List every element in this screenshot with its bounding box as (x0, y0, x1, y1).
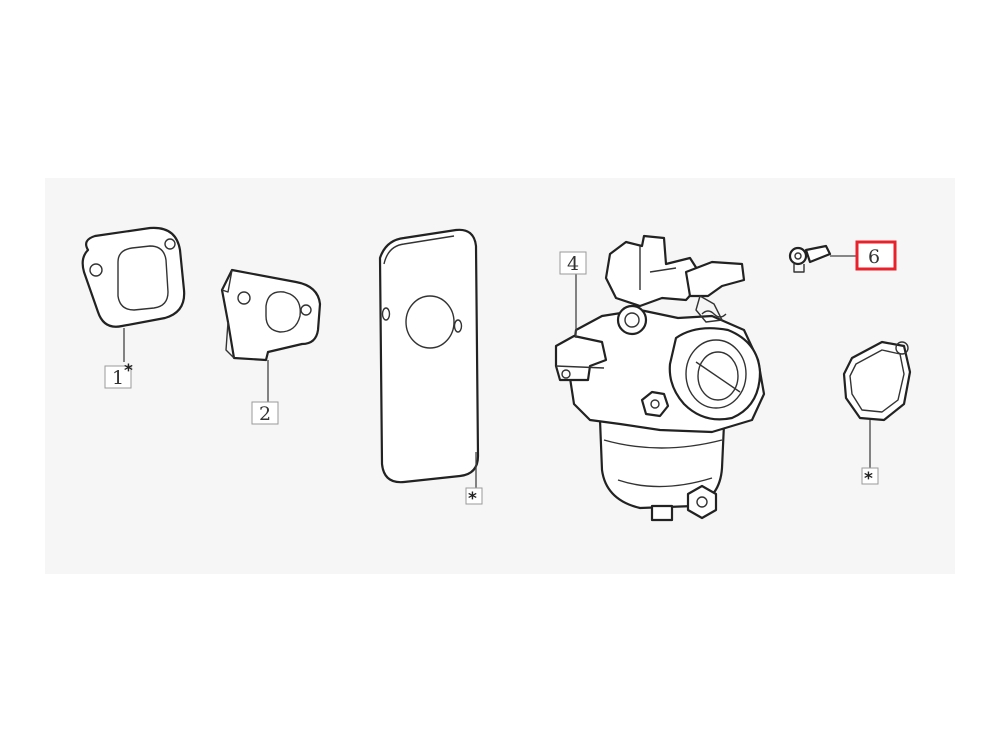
gasket-part-1[interactable] (81, 226, 186, 328)
clip-part-6[interactable] (788, 244, 832, 273)
asterisk-mark-3: * (468, 489, 477, 509)
gasket-part-3[interactable] (378, 228, 480, 484)
callout-3[interactable]: * (465, 487, 483, 509)
carburetor-part-4[interactable] (554, 234, 766, 522)
asterisk-mark-1: * (124, 361, 133, 381)
diagram-panel (45, 178, 955, 574)
callout-4[interactable]: 4 (559, 251, 587, 275)
callout-2-label: 2 (259, 403, 271, 425)
callout-6-label: 6 (868, 246, 880, 268)
seal-part-5[interactable] (842, 340, 912, 422)
callout-1[interactable]: 1 * (104, 361, 133, 389)
insulator-part-2[interactable] (220, 268, 322, 362)
callout-5[interactable]: * (861, 467, 879, 489)
asterisk-mark-5: * (864, 469, 873, 489)
callout-6[interactable]: 6 (855, 240, 897, 271)
callout-2[interactable]: 2 (251, 401, 279, 425)
callout-4-label: 4 (567, 253, 579, 275)
callout-1-label: 1 (112, 367, 124, 389)
